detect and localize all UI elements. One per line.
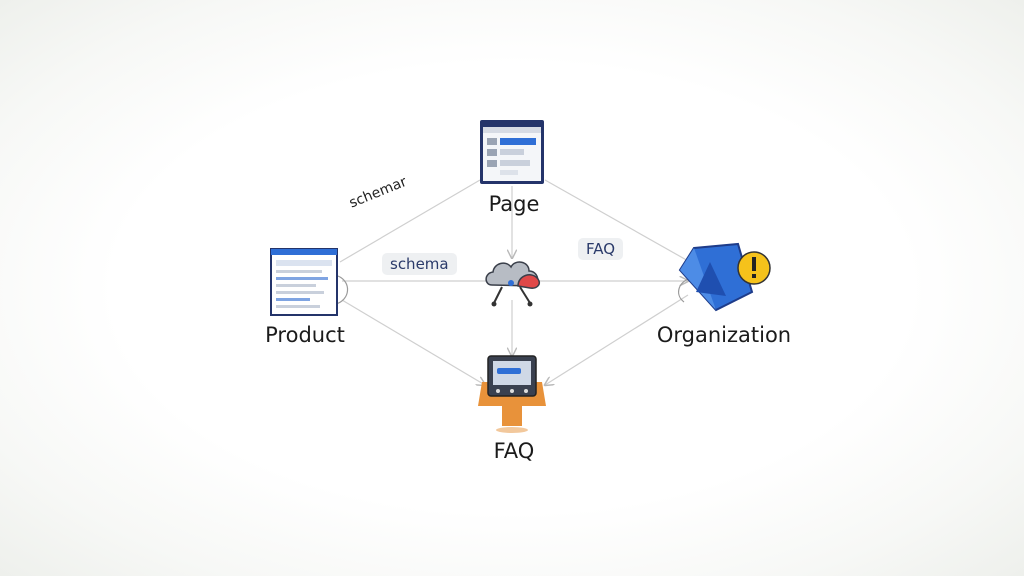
webpage-icon [480,120,544,184]
edge-page-organization [544,179,691,263]
edge-product-page [339,179,481,263]
node-label-faq: FAQ [493,439,535,463]
edge-product-faq [341,299,485,385]
node-label-organization: Organization [656,323,792,347]
edge-label-faq: FAQ [578,238,624,260]
edge-label-schema: schema [382,253,457,275]
computer-terminal-icon [478,355,546,433]
organization-loop-arrow [678,277,691,303]
product-loop-arrow [335,275,349,305]
node-label-page: Page [488,192,540,216]
node-label-product: Product [265,323,345,347]
document-window-icon [270,248,338,316]
cloud-hub-icon [485,261,541,307]
organization-logo-icon [678,242,771,312]
edge-organization-faq [545,294,689,385]
